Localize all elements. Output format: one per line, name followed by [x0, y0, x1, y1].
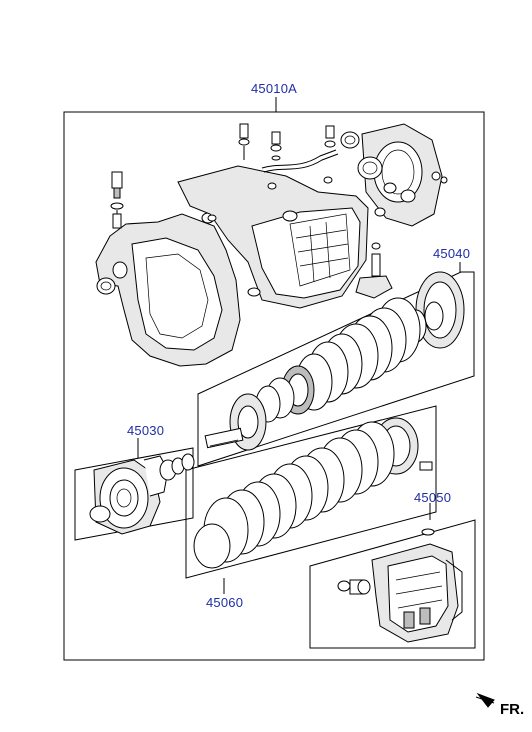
callout-pump-kit[interactable]: 45030: [127, 423, 165, 438]
valve-body: [371, 528, 463, 643]
disc-kit-frame: [185, 405, 437, 579]
valve-body-kit-frame: [309, 519, 476, 649]
front-direction-label: FR.: [500, 701, 525, 718]
oil-pump: [89, 459, 161, 535]
manual-shaft: [355, 242, 393, 299]
top-fittings: [238, 123, 360, 190]
friction-discs: [193, 417, 433, 569]
pump-kit-frame: [74, 447, 194, 541]
speed-sensor: [110, 171, 124, 229]
rear-cover: [357, 123, 448, 227]
callout-valve-body-kit[interactable]: 45050: [414, 490, 452, 505]
callout-disc-kit[interactable]: 45060: [206, 595, 244, 610]
transmission-case-left: [95, 212, 241, 367]
clutch-rings: [255, 297, 427, 423]
clutch-drum: [415, 271, 465, 349]
clutch-kit-frame: [197, 271, 475, 467]
callout-clutch-kit[interactable]: 45040: [433, 246, 471, 261]
assembly-frame: [63, 111, 485, 661]
pump-gasket-seals: [143, 453, 195, 497]
transmission-case-main: [177, 165, 369, 309]
callout-assembly[interactable]: 45010A: [251, 81, 298, 96]
valve-seals: [337, 579, 371, 595]
input-shaft-gear: [204, 393, 267, 451]
